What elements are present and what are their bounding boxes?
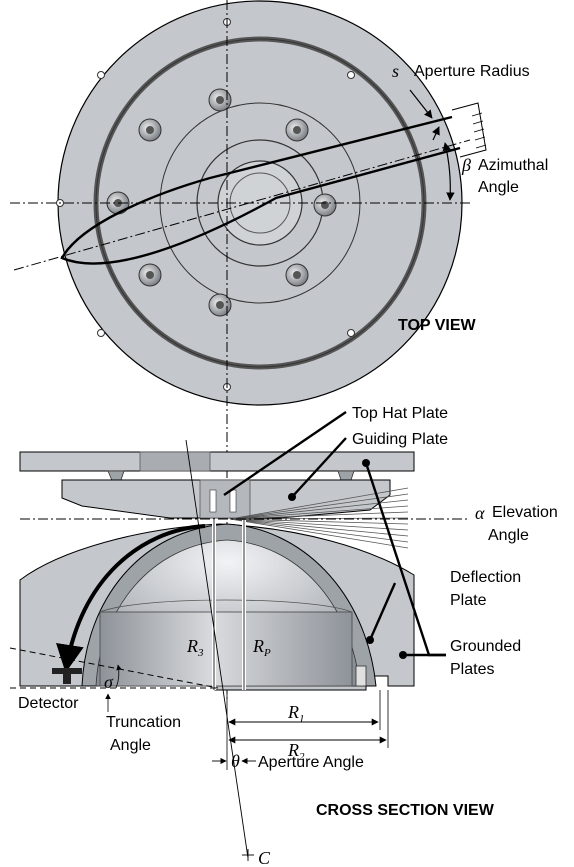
top-view-title: TOP VIEW xyxy=(398,317,477,334)
flange-holes xyxy=(56,18,355,391)
deflection-label-line2: Plate xyxy=(450,592,487,609)
hole xyxy=(347,71,355,79)
aperture-symbol: s xyxy=(392,61,399,81)
beam-envelope xyxy=(60,115,461,265)
aperture-radius-arrow xyxy=(409,89,433,119)
top-hat-plate-section xyxy=(199,479,251,519)
particle-trajectory xyxy=(56,524,206,673)
azimuthal-label-line1: Azimuthal xyxy=(478,157,548,174)
hole xyxy=(347,329,355,337)
aperture-angle-label: Aperture Angle xyxy=(258,754,364,771)
r3-label: R3 xyxy=(186,636,204,659)
guiding-plate-label: Guiding Plate xyxy=(352,431,448,448)
truncation-arc xyxy=(115,664,122,689)
truncation-symbol: σ xyxy=(104,672,114,692)
hole xyxy=(97,71,105,79)
r2-label: R2 xyxy=(287,740,305,763)
entrance-box xyxy=(451,102,487,158)
azimuthal-angle-arc xyxy=(442,142,455,201)
detector xyxy=(52,668,82,674)
azimuthal-symbol: β xyxy=(461,155,471,175)
grounded-label-line2: Plates xyxy=(450,661,494,678)
cross-section-view: Top Hat Plate Guiding Plate α Elevation … xyxy=(9,405,558,867)
aperture-angle-line xyxy=(185,439,249,859)
truncation-label-line1: Truncation xyxy=(106,714,181,731)
aperture-angle-symbol: θ xyxy=(231,751,240,771)
detector-label: Detector xyxy=(18,695,79,712)
truncation-label-line2: Angle xyxy=(110,737,151,754)
bolt-pattern xyxy=(106,88,337,317)
cross-section-title: CROSS SECTION VIEW xyxy=(316,802,495,819)
support-post xyxy=(355,665,367,687)
beam-axis-line xyxy=(13,139,471,271)
center-label: C xyxy=(258,848,271,867)
top-hat-callout xyxy=(223,411,347,496)
elevation-label-line1: Elevation xyxy=(492,504,558,521)
grounded-label-line1: Grounded xyxy=(450,638,521,655)
truncation-line xyxy=(9,647,219,689)
top-grounded-plate xyxy=(19,451,415,472)
entrance-arrows xyxy=(471,112,487,149)
deflection-label-line1: Deflection xyxy=(450,569,521,586)
hole xyxy=(97,329,105,337)
top-hat-plate-label: Top Hat Plate xyxy=(352,405,448,422)
deflection-callout xyxy=(368,582,397,641)
guiding-callout xyxy=(291,437,347,498)
azimuthal-label-line2: Angle xyxy=(478,179,519,196)
rp-label: RP xyxy=(252,636,271,659)
elevation-symbol: α xyxy=(475,503,485,523)
aperture-radius-tick xyxy=(432,126,440,141)
deflection-plate-base xyxy=(99,611,353,687)
top-view: s Aperture Radius β Azimuthal Angle TOP … xyxy=(10,0,548,700)
elevation-label-line2: Angle xyxy=(488,527,529,544)
r1-label: R1 xyxy=(287,702,305,725)
aperture-radius-label: Aperture Radius xyxy=(414,63,530,80)
